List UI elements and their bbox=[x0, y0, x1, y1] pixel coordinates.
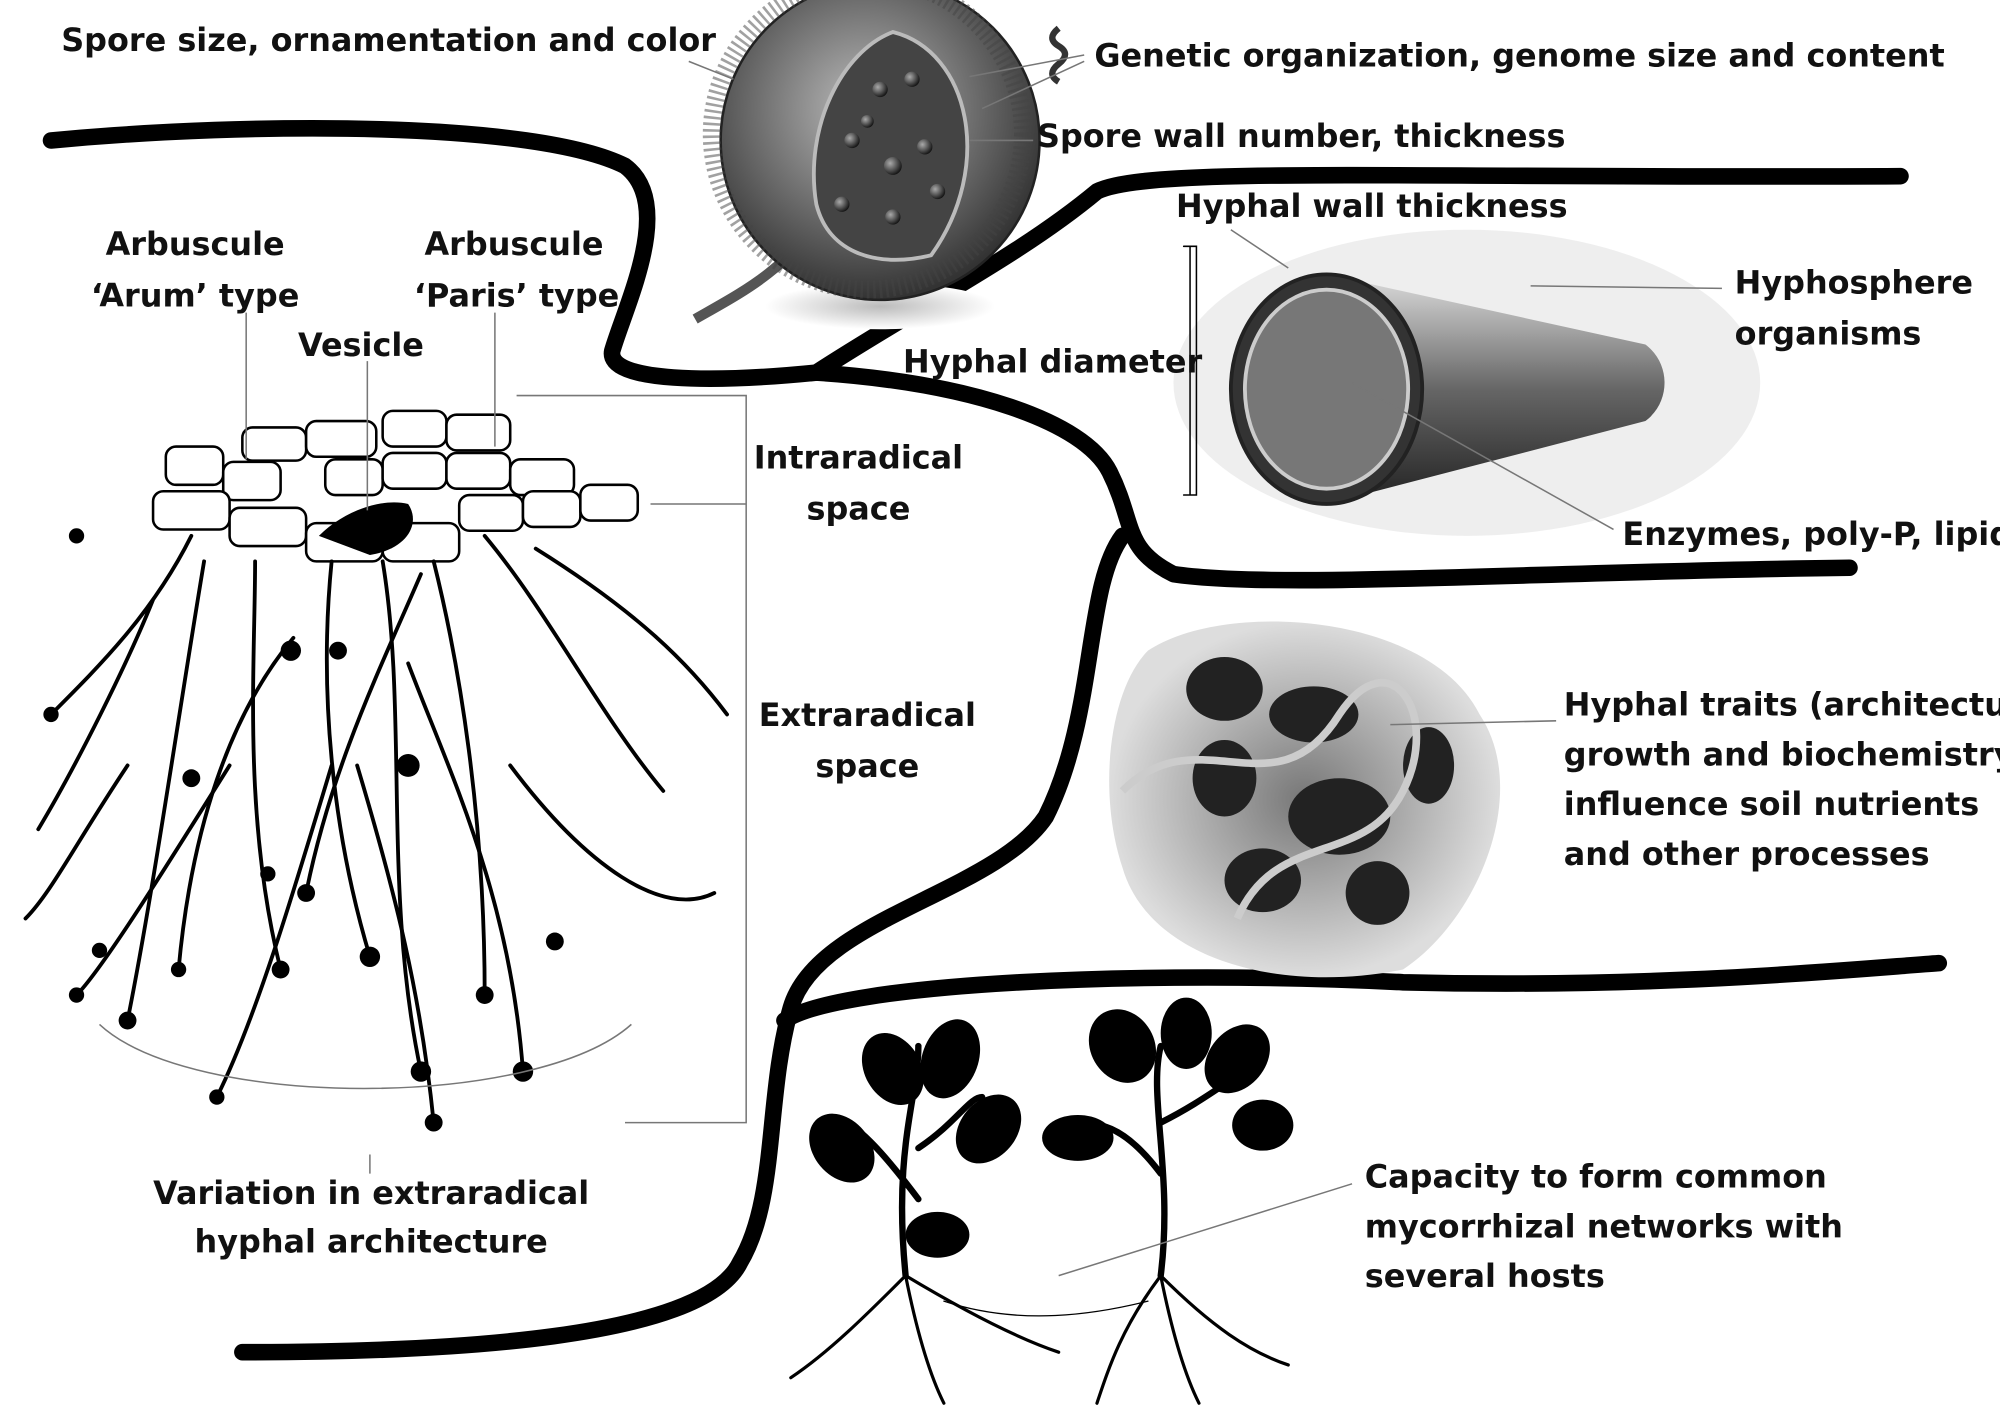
label-hyphal-traits-4: and other processes bbox=[1564, 835, 1930, 873]
label-cmn-3: several hosts bbox=[1365, 1257, 1605, 1295]
label-hyphosphere-2: organisms bbox=[1735, 315, 1922, 353]
label-paris-2: ‘Paris’ type bbox=[414, 276, 619, 314]
label-intraradical-2: space bbox=[807, 489, 911, 527]
label-genetic: Genetic organization, genome size and co… bbox=[1094, 36, 1944, 74]
label-variation-1: Variation in extraradical bbox=[153, 1174, 589, 1212]
dna-icon bbox=[1049, 25, 1069, 85]
label-cmn-2: mycorrhizal networks with bbox=[1365, 1207, 1843, 1245]
label-cmn-1: Capacity to form common bbox=[1365, 1158, 1827, 1196]
plants-illustration bbox=[789, 997, 1294, 1405]
label-variation-2: hyphal architecture bbox=[195, 1223, 548, 1261]
label-hyphal-diameter: Hyphal diameter bbox=[903, 343, 1202, 381]
label-hyphal-wall: Hyphal wall thickness bbox=[1176, 187, 1568, 225]
label-extraradical-2: space bbox=[815, 747, 919, 785]
label-spore-wall: Spore wall number, thickness bbox=[1037, 117, 1566, 155]
label-enzymes: Enzymes, poly-P, lipid bbox=[1622, 515, 2000, 553]
label-extraradical-1: Extraradical bbox=[759, 696, 976, 734]
label-hyphosphere-1: Hyphosphere bbox=[1735, 264, 1973, 302]
labels: Spore size, ornamentation and color Gene… bbox=[61, 21, 2000, 1295]
hypha-illustration bbox=[1173, 229, 1761, 536]
label-hyphal-traits-2: growth and biochemistry) bbox=[1564, 735, 2000, 773]
label-hyphal-traits-3: influence soil nutrients bbox=[1564, 785, 1979, 823]
label-vesicle: Vesicle bbox=[298, 326, 424, 364]
label-paris-1: Arbuscule bbox=[425, 225, 604, 263]
root-illustration bbox=[23, 394, 747, 1132]
leader-lines bbox=[245, 54, 1722, 1277]
spore-illustration bbox=[692, 0, 1069, 330]
label-arum-1: Arbuscule bbox=[106, 225, 285, 263]
label-arum-2: ‘Arum’ type bbox=[91, 276, 299, 314]
soil-aggregate-illustration bbox=[1109, 621, 1501, 978]
label-hyphal-traits-1: Hyphal traits (architecture, bbox=[1564, 686, 2000, 724]
label-spore-size: Spore size, ornamentation and color bbox=[61, 21, 716, 59]
label-intraradical-1: Intraradical bbox=[754, 438, 963, 476]
